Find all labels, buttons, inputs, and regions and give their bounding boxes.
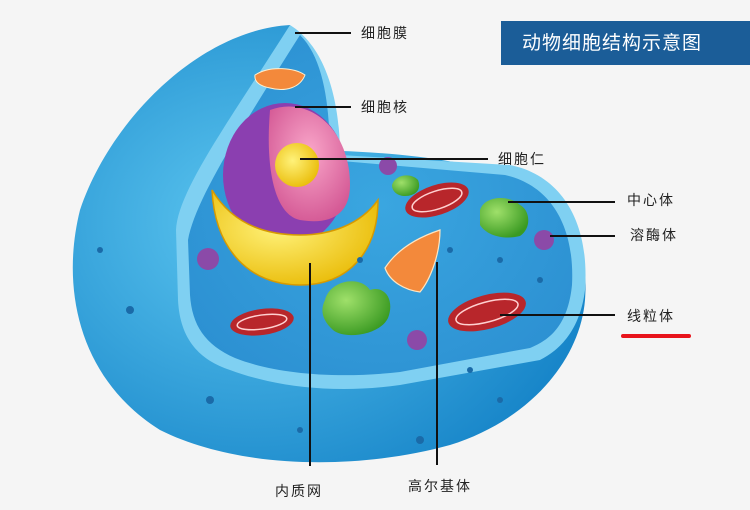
mitochondria-highlight-underline: [621, 334, 691, 338]
leader-line-mitochondria: [500, 314, 615, 316]
label-nucleus: 细胞核: [361, 100, 409, 116]
leader-line-endoplasmic-reticulum: [309, 263, 311, 466]
leader-line-lysosome: [550, 235, 615, 237]
leader-line-centrosome: [508, 201, 615, 203]
leader-line-nucleus: [295, 106, 351, 108]
label-cell-membrane: 细胞膜: [361, 26, 409, 42]
label-nucleolus: 细胞仁: [498, 152, 546, 168]
label-centrosome: 中心体: [627, 193, 675, 209]
leader-line-nucleolus: [300, 158, 488, 160]
leader-line-cell-membrane: [295, 32, 351, 34]
label-golgi-apparatus: 高尔基体: [408, 479, 472, 495]
label-endoplasmic-reticulum: 内质网: [275, 484, 323, 500]
diagram-title: 动物细胞结构示意图: [501, 21, 750, 65]
label-mitochondria: 线粒体: [627, 309, 675, 325]
label-lysosome: 溶酶体: [630, 228, 678, 244]
leader-line-golgi-apparatus: [436, 262, 438, 465]
